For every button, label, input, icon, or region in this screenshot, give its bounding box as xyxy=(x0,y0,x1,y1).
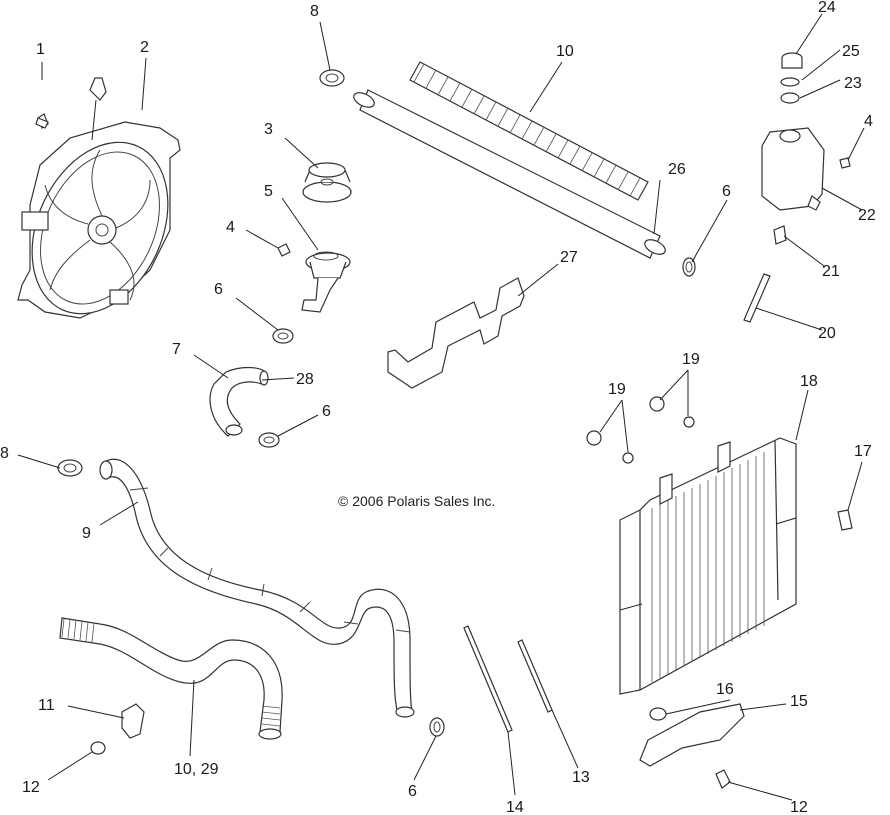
label-18: 18 xyxy=(800,373,818,390)
elbow-hose-7 xyxy=(209,366,269,437)
bolt-4-right xyxy=(839,157,851,169)
clamp-6-lower xyxy=(429,717,445,737)
label-8-top: 8 xyxy=(310,3,319,20)
clamp-8-top xyxy=(319,69,345,87)
label-12-left: 12 xyxy=(22,779,40,796)
thermostat-housing xyxy=(301,251,351,313)
label-9: 9 xyxy=(82,525,91,542)
fastener-17 xyxy=(837,509,853,531)
label-3: 3 xyxy=(264,121,273,138)
label-6-mid: 6 xyxy=(322,403,331,420)
label-21: 21 xyxy=(822,263,840,280)
corrugated-hose-10 xyxy=(409,61,649,201)
seal-23 xyxy=(780,92,800,104)
copyright-notice: © 2006 Polaris Sales Inc. xyxy=(338,493,495,509)
radiator-18 xyxy=(619,437,797,695)
radiator-cap xyxy=(302,162,352,203)
nut-19-b xyxy=(622,452,634,464)
label-17: 17 xyxy=(854,443,872,460)
label-4-right: 4 xyxy=(864,113,873,130)
label-10-top: 10 xyxy=(556,43,574,60)
clip-11 xyxy=(121,703,145,739)
rod-14 xyxy=(463,625,513,733)
nut-19-d xyxy=(683,416,695,428)
label-23: 23 xyxy=(844,75,862,92)
label-24: 24 xyxy=(818,0,836,16)
bracket-15 xyxy=(639,703,745,767)
label-7: 7 xyxy=(172,341,181,358)
clamp-8-left xyxy=(57,459,83,477)
fastener-12-left xyxy=(90,741,106,755)
label-26: 26 xyxy=(668,161,686,178)
label-15: 15 xyxy=(790,693,808,710)
fitting-21 xyxy=(773,225,787,245)
label-11: 11 xyxy=(38,697,55,714)
fastener-12-right xyxy=(715,769,731,789)
label-22: 22 xyxy=(858,207,876,224)
label-6-right: 6 xyxy=(722,183,731,200)
nut-19-c xyxy=(649,396,665,412)
nut-19-a xyxy=(586,430,602,446)
clamp-6-mid xyxy=(258,432,280,448)
label-28: 28 xyxy=(296,371,314,388)
corrugated-hose-10-29 xyxy=(59,617,283,740)
clamp-6-upper xyxy=(272,328,294,344)
label-16: 16 xyxy=(716,681,734,698)
label-8-left: 8 xyxy=(0,445,9,462)
label-6-lower: 6 xyxy=(408,783,417,800)
rod-13 xyxy=(517,639,553,713)
seal-25 xyxy=(780,77,800,87)
fan-assembly xyxy=(17,77,181,319)
label-1: 1 xyxy=(36,41,45,58)
grommet-16 xyxy=(649,707,667,721)
bolt-4-left xyxy=(277,243,291,257)
bolt-1 xyxy=(35,117,49,129)
label-20: 20 xyxy=(818,325,836,342)
tube-26 xyxy=(353,89,666,259)
label-13: 13 xyxy=(572,769,590,786)
long-hose-9 xyxy=(99,458,415,718)
label-25: 25 xyxy=(842,43,860,60)
label-10-29: 10, 29 xyxy=(174,761,219,778)
label-5: 5 xyxy=(264,183,273,200)
label-6-upper: 6 xyxy=(214,281,223,298)
overflow-tank-22 xyxy=(761,127,825,211)
clamp-6-right xyxy=(682,257,696,277)
label-19-right: 19 xyxy=(682,351,700,368)
leader-lines xyxy=(17,13,865,801)
label-19-left: 19 xyxy=(608,381,626,398)
label-12-right: 12 xyxy=(790,799,808,815)
bracket-27 xyxy=(387,277,525,389)
cap-24 xyxy=(781,52,803,69)
label-14: 14 xyxy=(506,799,524,815)
hose-20 xyxy=(743,273,771,323)
label-2: 2 xyxy=(140,39,149,56)
label-27: 27 xyxy=(560,249,578,266)
label-4-left: 4 xyxy=(226,219,235,236)
